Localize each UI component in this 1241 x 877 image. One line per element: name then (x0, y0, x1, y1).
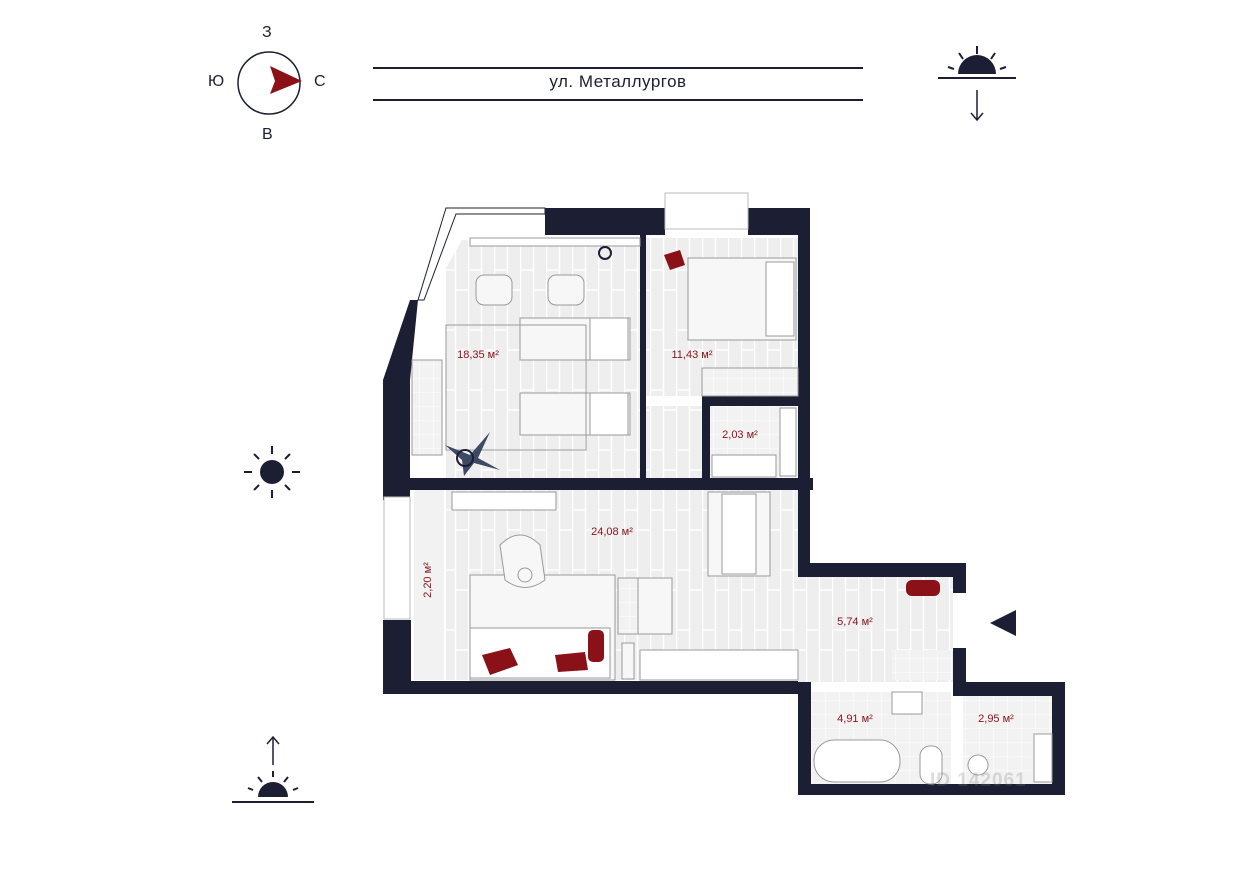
bedroom-furniture (411, 237, 641, 456)
bathroom-fixtures (813, 691, 1053, 785)
plant-icon (445, 432, 500, 476)
sunset-icon (938, 46, 1016, 122)
sun-icon (244, 446, 300, 498)
compass-west-label: З (262, 24, 272, 41)
hallway-tiles (892, 650, 952, 680)
sunrise-icon (232, 735, 314, 803)
outer-walls (383, 208, 1065, 795)
armchair-icon (664, 250, 685, 270)
entrance-arrow-icon (990, 610, 1016, 636)
compass-icon (237, 51, 302, 115)
sofa-cushions (482, 580, 940, 675)
street-line-top (373, 67, 863, 69)
compass-north-label: С (314, 73, 326, 90)
room-area-label: 2,95 м² (978, 713, 1014, 725)
room-area-label: 4,91 м² (837, 713, 873, 725)
lamp-icon (598, 246, 612, 260)
compass-south-label: Ю (208, 73, 225, 90)
room-area-label: 2,20 м² (422, 562, 434, 598)
room-area-label: 18,35 м² (457, 349, 499, 361)
windows (383, 192, 749, 620)
room-area-label: 5,74 м² (837, 616, 873, 628)
room-area-label: 2,03 м² (722, 429, 758, 441)
street-line-bottom (373, 99, 863, 101)
bedroom2-furniture (687, 257, 799, 397)
room-area-label: 11,43 м² (672, 349, 713, 361)
compass-east-label: В (262, 126, 273, 143)
wc-fixtures (711, 407, 797, 478)
street-label: ул. Металлургов (549, 72, 687, 91)
room-area-label: 24,08 м² (591, 526, 633, 538)
watermark: ID 142061 (930, 770, 1027, 791)
